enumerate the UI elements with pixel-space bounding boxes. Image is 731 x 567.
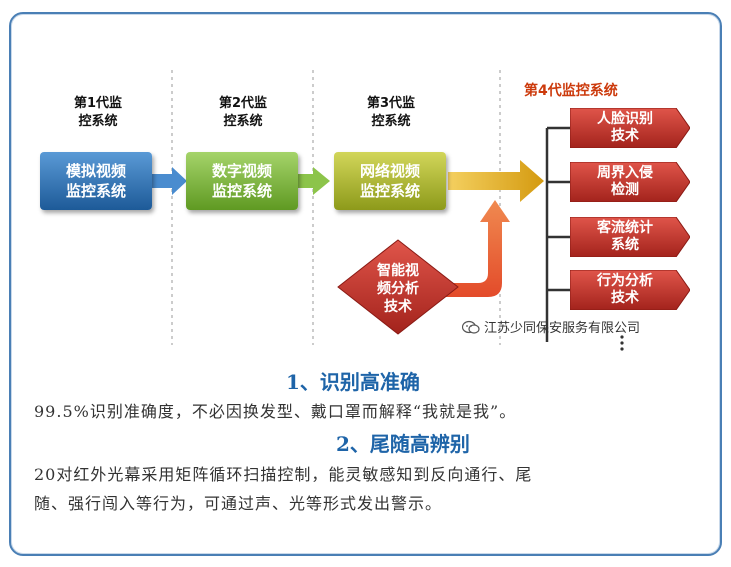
gen4-title: 第4代监控系统 xyxy=(524,83,618,99)
stage3-box-line1: 网络视频 xyxy=(359,162,420,180)
stage3-label-line1: 第3代监 xyxy=(366,96,416,111)
stage1-label-line1: 第1代监 xyxy=(73,96,123,111)
stage3-box-line2: 监控系统 xyxy=(359,182,420,200)
diamond-shape xyxy=(337,239,459,335)
arrow-diamond-up xyxy=(446,200,510,297)
gen4-item-1-line1: 人脸识别 xyxy=(597,111,653,127)
arrow-2-to-3 xyxy=(293,167,330,195)
more-dot-3 xyxy=(620,347,624,351)
more-dot-1 xyxy=(620,335,624,339)
gen4-item-perimeter-detection: 周界入侵 检测 xyxy=(570,162,690,202)
gen4-item-face-recognition: 人脸识别 技术 xyxy=(570,108,690,148)
more-dot-2 xyxy=(620,341,624,345)
diamond-label: 智能视 频分析 技术 xyxy=(348,262,448,316)
diamond-line1: 智能视 xyxy=(377,263,419,279)
arrow-1-to-2 xyxy=(152,167,187,195)
gen4-item-3-line1: 客流统计 xyxy=(597,220,653,236)
stage2-box-line2: 监控系统 xyxy=(211,182,272,200)
watermark-text: 江苏少同保安服务有限公司 xyxy=(484,321,641,336)
section2-heading: 2、尾随高辨别 xyxy=(336,432,470,456)
stage3-label: 第3代监 控系统 xyxy=(341,95,441,131)
stage1-label: 第1代监 控系统 xyxy=(48,95,148,131)
gen4-item-passenger-flow: 客流统计 系统 xyxy=(570,217,690,257)
watermark: 江苏少同保安服务有限公司 xyxy=(462,317,640,336)
section1-text: 99.5%识别准确度，不必因换发型、戴口罩而解释“我就是我”。 xyxy=(34,402,517,421)
wechat-icon xyxy=(462,320,480,334)
diamond-line3: 技术 xyxy=(384,299,412,315)
gen4-item-2-line2: 检测 xyxy=(611,182,639,198)
arrow-3-to-4 xyxy=(448,160,544,202)
section2-text-line1: 20对红外光幕采用矩阵循环扫描控制，能灵敏感知到反向通行、尾 xyxy=(34,465,533,484)
section1-heading: 1、识别高准确 xyxy=(286,370,420,394)
stage1-label-line2: 控系统 xyxy=(78,114,118,129)
section2-text-line2: 随、强行闯入等行为，可通过声、光等形式发出警示。 xyxy=(34,494,443,513)
stage1-box: 模拟视频 监控系统 xyxy=(40,152,152,210)
gen4-item-4-line1: 行为分析 xyxy=(597,273,653,289)
gen4-item-behavior-analysis: 行为分析 技术 xyxy=(570,270,690,310)
stage3-box: 网络视频 监控系统 xyxy=(334,152,446,210)
stage2-label-line2: 控系统 xyxy=(223,114,263,129)
section2-text: 20对红外光幕采用矩阵循环扫描控制，能灵敏感知到反向通行、尾 随、强行闯入等行为… xyxy=(34,460,532,518)
diamond-line2: 频分析 xyxy=(377,281,419,297)
stage2-box: 数字视频 监控系统 xyxy=(186,152,298,210)
gen4-item-4-line2: 技术 xyxy=(611,290,639,306)
stage1-box-line2: 监控系统 xyxy=(65,182,126,200)
stage2-label-line1: 第2代监 xyxy=(218,96,268,111)
gen4-item-3-line2: 系统 xyxy=(611,237,639,253)
stage3-label-line2: 控系统 xyxy=(371,114,411,129)
stage2-box-line1: 数字视频 xyxy=(211,162,272,180)
stage1-box-line1: 模拟视频 xyxy=(65,162,126,180)
gen4-item-2-line1: 周界入侵 xyxy=(597,165,653,181)
stage2-label: 第2代监 控系统 xyxy=(193,95,293,131)
gen4-item-1-line2: 技术 xyxy=(611,128,639,144)
